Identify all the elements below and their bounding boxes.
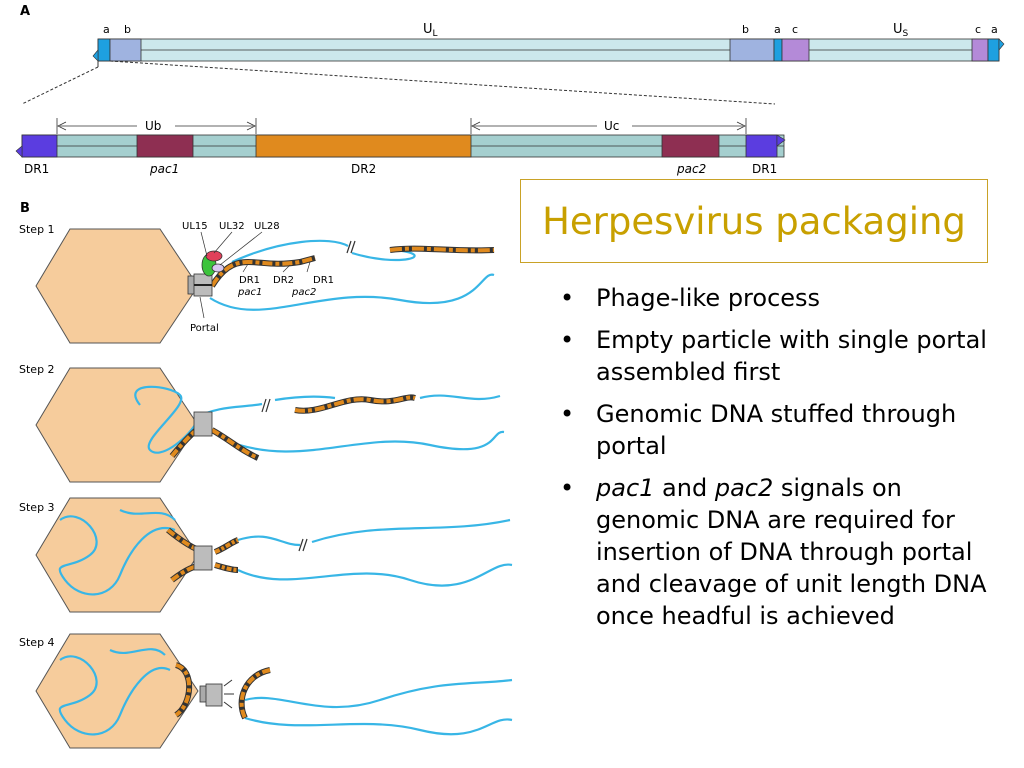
label-a-mid: a: [774, 23, 781, 36]
dr1-b-label: DR1: [313, 275, 334, 286]
bullet-item: Genomic DNA stuffed through portal: [560, 398, 990, 462]
dr2-step-label: DR2: [273, 275, 294, 286]
pac1-term: pac1: [596, 474, 655, 502]
c-segment-left: [781, 38, 810, 62]
capsid-step-4: [35, 633, 199, 749]
bullet-item: Empty particle with single portal assemb…: [560, 324, 990, 388]
dna-strands: [58, 239, 513, 736]
bullet-item: Phage-like process: [560, 282, 990, 314]
uc-label: Uc: [604, 119, 619, 133]
bullet-list: Phage-like process Empty particle with s…: [560, 282, 990, 642]
a-segment-mid: [773, 38, 783, 62]
portal-step-2: [193, 411, 213, 437]
pac2-step-label: pac2: [291, 287, 316, 298]
label-c-left: c: [792, 23, 798, 36]
genome-ends: [166, 245, 495, 720]
ul32-label: UL32: [219, 221, 245, 232]
a-segment-right: [987, 38, 1000, 62]
dr1-right-segment: [745, 134, 778, 158]
pac2-term: pac2: [714, 474, 774, 502]
label-a-left: a: [103, 23, 110, 36]
portal-step-4: [199, 679, 234, 709]
ub-label: Ub: [145, 119, 161, 133]
pac1-label: pac1: [149, 162, 179, 176]
step-4-label: Step 4: [19, 636, 55, 649]
dr2-label: DR2: [351, 162, 376, 176]
bullet-text: Phage-like process: [596, 284, 821, 312]
pac1-step-label: pac1: [237, 287, 262, 298]
dr1-right-label: DR1: [752, 162, 777, 176]
break-marks: [261, 240, 356, 552]
step-3-label: Step 3: [19, 501, 55, 514]
pac2-label: pac2: [676, 162, 706, 176]
portal-step-1: [187, 273, 213, 297]
ul15-label: UL15: [182, 221, 208, 232]
slide-title: Herpesvirus packaging: [542, 199, 966, 243]
ul28-label: UL28: [254, 221, 280, 232]
label-us: US: [893, 22, 909, 39]
label-b-right: b: [742, 23, 749, 36]
label-ul: UL: [423, 22, 438, 39]
ul32-protein: [205, 250, 223, 262]
a-sequence-detail: Ub Uc DR1 pac1 DR2 pac2 DR1: [15, 118, 786, 176]
dr2-segment: [255, 134, 472, 158]
pac2-segment: [661, 134, 720, 158]
dr1-left-segment: [21, 134, 58, 158]
bullet-item: pac1 and pac2 signals on genomic DNA are…: [560, 472, 990, 632]
bullet-text: Genomic DNA stuffed through portal: [596, 400, 957, 460]
capsid-step-1: [35, 228, 199, 344]
slide-title-box: Herpesvirus packaging: [520, 179, 988, 263]
portal-label: Portal: [190, 323, 219, 334]
capsid-step-3: [35, 497, 199, 613]
b-segment-left: [109, 38, 142, 62]
c-segment-right: [971, 38, 989, 62]
panel-b-label: B: [20, 201, 30, 216]
bullet-text: and: [654, 474, 715, 502]
panel-a-label: A: [20, 4, 30, 19]
leader-lines: [199, 231, 311, 319]
dr1-left-label: DR1: [24, 162, 49, 176]
step-1-label: Step 1: [19, 223, 55, 236]
pac1-segment: [136, 134, 194, 158]
label-b-left: b: [124, 23, 131, 36]
step-2-label: Step 2: [19, 363, 55, 376]
genome-map: a b UL b a c US c a: [21, 22, 1005, 105]
zoom-line-right: [109, 60, 776, 105]
zoom-line-left: [21, 66, 99, 105]
ul28-protein: [211, 263, 225, 273]
dr1-a-label: DR1: [239, 275, 260, 286]
bullet-text: Empty particle with single portal assemb…: [596, 326, 987, 386]
capsid-step-2: [35, 367, 199, 483]
a-segment-left: [97, 38, 111, 62]
bullet-text: signals on genomic DNA are required for …: [596, 474, 987, 630]
b-segment-right: [729, 38, 775, 62]
label-c-right: c: [975, 23, 981, 36]
portal-step-3: [193, 545, 213, 571]
label-a-right: a: [991, 23, 998, 36]
